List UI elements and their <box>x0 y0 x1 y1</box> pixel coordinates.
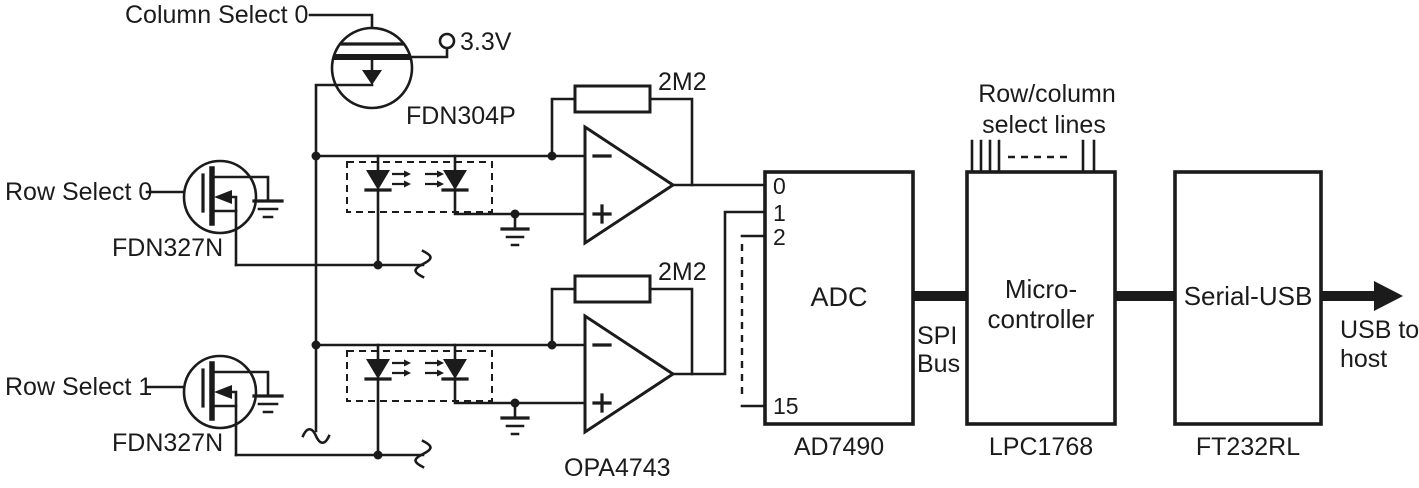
adc-box <box>763 170 915 426</box>
plus-input-icon <box>592 393 612 413</box>
light-arrow-icon <box>437 170 444 178</box>
source-wire <box>210 404 238 457</box>
wire <box>406 46 449 59</box>
photodiode-icon <box>443 170 467 190</box>
junction-dot <box>311 151 321 161</box>
usb-to-host: USB to host <box>1321 281 1419 373</box>
light-arrow-icon <box>404 369 411 377</box>
mcu-label-2: controller <box>988 304 1095 334</box>
feedback-wire <box>648 287 694 376</box>
light-ray <box>392 361 437 375</box>
adc-part-label: AD7490 <box>794 433 884 461</box>
adc-pin-15-label: 15 <box>773 393 799 419</box>
light-arrow-icon <box>404 180 411 188</box>
ground-icon <box>505 235 525 247</box>
junction-dot <box>510 398 520 408</box>
microcontroller-block: Row/column select lines Micro- controlle… <box>965 80 1117 461</box>
nmos-arrow-icon <box>214 385 232 399</box>
light-arrow-icon <box>437 180 444 188</box>
usb-bridge-label: Serial-USB <box>1184 281 1313 311</box>
drain-wire <box>210 370 270 398</box>
usb-part-label: FT232RL <box>1196 433 1300 461</box>
ground-icon <box>257 207 279 219</box>
adc-pin-0-label: 0 <box>773 173 786 199</box>
junction-dot <box>373 260 383 270</box>
usb-host-label-2: host <box>1340 345 1387 373</box>
junction-dot <box>311 340 321 350</box>
select-lines-label-2: select lines <box>982 111 1106 139</box>
usb-host-label-1: USB to <box>1340 316 1419 344</box>
spi-bus: SPI Bus <box>913 291 967 378</box>
serial-usb-block: Serial-USB FT232RL <box>1115 170 1323 461</box>
light-arrow-icon <box>437 359 444 367</box>
nmos-arrow-icon <box>214 190 232 204</box>
select-lines-label-1: Row/column <box>978 80 1116 108</box>
pmos-fdn304p: Column Select 0 3.3V FDN304P <box>125 1 516 445</box>
mcu-label-1: Micro- <box>1005 274 1077 304</box>
optocoupler-outline <box>346 350 493 402</box>
adc-pin-2-label: 2 <box>773 224 786 250</box>
row-select-0-label: Row Select 0 <box>5 178 152 206</box>
output-wire <box>671 210 767 376</box>
supply-3v3-label: 3.3V <box>460 28 512 56</box>
feedback-resistor <box>573 84 652 114</box>
usb-box <box>1173 170 1323 426</box>
feedback-wire <box>648 97 694 187</box>
line-break-squiggle <box>414 439 432 469</box>
resistor-top-label: 2M2 <box>658 68 707 96</box>
ground-icon <box>505 424 525 436</box>
optocoupler-channel0 <box>311 151 587 270</box>
ground-icon <box>257 402 279 414</box>
optocoupler-channel1 <box>311 340 587 460</box>
row-select-1-label: Row Select 1 <box>5 373 152 401</box>
mcu-box <box>965 170 1117 426</box>
spi-bus-label-1: SPI <box>917 322 957 350</box>
pin-stub <box>740 234 767 408</box>
feedback-resistor <box>573 274 652 304</box>
optocoupler-outline <box>346 161 493 213</box>
led-diode-icon <box>366 359 390 379</box>
source-wire <box>210 209 238 267</box>
pmos-arrow-icon <box>362 70 382 85</box>
opamp-triangle <box>583 313 676 435</box>
adc-pin-1-label: 1 <box>773 200 786 226</box>
fdn327n-row0-label: FDN327N <box>112 234 223 262</box>
adc-name-label: ADC <box>810 282 867 312</box>
opamp-triangle <box>583 124 676 246</box>
opamp-channel0: 2M2 <box>550 68 767 246</box>
select-line-wires <box>970 139 1096 174</box>
line-break-squiggle <box>301 427 331 445</box>
plus-input-icon <box>592 204 612 224</box>
photodiode-wire <box>453 154 587 216</box>
led-diode-icon <box>366 170 390 190</box>
spi-bus-label-2: Bus <box>917 350 960 378</box>
photodiode-icon <box>443 359 467 379</box>
feedback-wire <box>550 97 577 158</box>
supply-terminal <box>438 32 456 50</box>
drain-wire <box>210 175 270 203</box>
opamp-part-label: OPA4743 <box>564 454 671 482</box>
usb-arrowhead-icon <box>1374 281 1403 311</box>
light-ray <box>392 172 437 186</box>
column-line <box>314 83 374 433</box>
column-select-0-label: Column Select 0 <box>125 1 308 29</box>
feedback-wire <box>550 287 577 347</box>
fdn327n-row1-label: FDN327N <box>112 429 223 457</box>
light-arrow-icon <box>404 170 411 178</box>
nmos-fdn327n-row0: Row Select 0 FDN327N <box>5 159 432 279</box>
adc-block: 0 1 2 15 ADC AD7490 <box>740 170 915 461</box>
photodiode-wire <box>453 343 587 405</box>
light-arrow-icon <box>437 369 444 377</box>
junction-dot <box>510 209 520 219</box>
fdn304p-label: FDN304P <box>406 102 516 130</box>
mcu-part-label: LPC1768 <box>989 433 1093 461</box>
resistor-bottom-label: 2M2 <box>658 258 707 286</box>
opamp-channel1: 2M2 OPA4743 <box>550 210 767 482</box>
light-arrow-icon <box>404 359 411 367</box>
nmos-fdn327n-row1: Row Select 1 FDN327N <box>5 354 432 469</box>
junction-dot <box>373 450 383 460</box>
line-break-squiggle <box>414 249 432 279</box>
